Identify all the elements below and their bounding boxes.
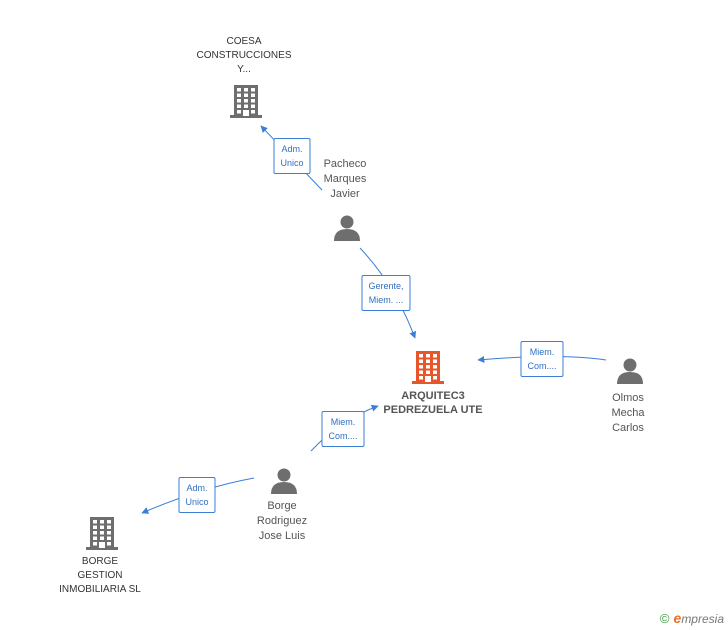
node-label-pacheco[interactable]: Pacheco Marques Javier — [323, 158, 367, 200]
building-icon-arquitec3[interactable] — [412, 351, 444, 384]
node-label-borge_person[interactable]: Borge Rodriguez Jose Luis — [256, 500, 308, 542]
footer-brand: © empresia — [660, 610, 724, 626]
building-icon-borge_company[interactable] — [86, 517, 118, 550]
node-label-coesa[interactable]: COESA CONSTRUCCIONES Y... — [196, 36, 292, 75]
person-icon-pacheco[interactable] — [334, 215, 360, 242]
edge-label-pacheco-to-coesa[interactable]: Adm. Unico — [273, 138, 311, 174]
person-icon-olmos[interactable] — [617, 358, 643, 385]
edge-label-borge_person-to-borge_company[interactable]: Adm. Unico — [178, 477, 216, 513]
edge-label-borge_person-to-arquitec3[interactable]: Miem. Com.... — [321, 411, 365, 447]
brand-initial: e — [673, 610, 682, 626]
edge-label-olmos-to-arquitec3[interactable]: Miem. Com.... — [520, 341, 564, 377]
node-label-arquitec3[interactable]: ARQUITEC3 PEDREZUELA UTE — [383, 390, 483, 416]
edge-label-pacheco-to-arquitec3[interactable]: Gerente, Miem. ... — [361, 275, 411, 311]
building-icon-coesa[interactable] — [230, 85, 262, 118]
node-label-olmos[interactable]: Olmos Mecha Carlos — [611, 392, 645, 434]
node-label-borge_company[interactable]: BORGE GESTION INMOBILIARIA SL — [59, 556, 141, 595]
person-icon-borge_person[interactable] — [271, 468, 297, 495]
brand-name: mpresia — [681, 612, 724, 626]
copyright-symbol: © — [659, 610, 670, 626]
